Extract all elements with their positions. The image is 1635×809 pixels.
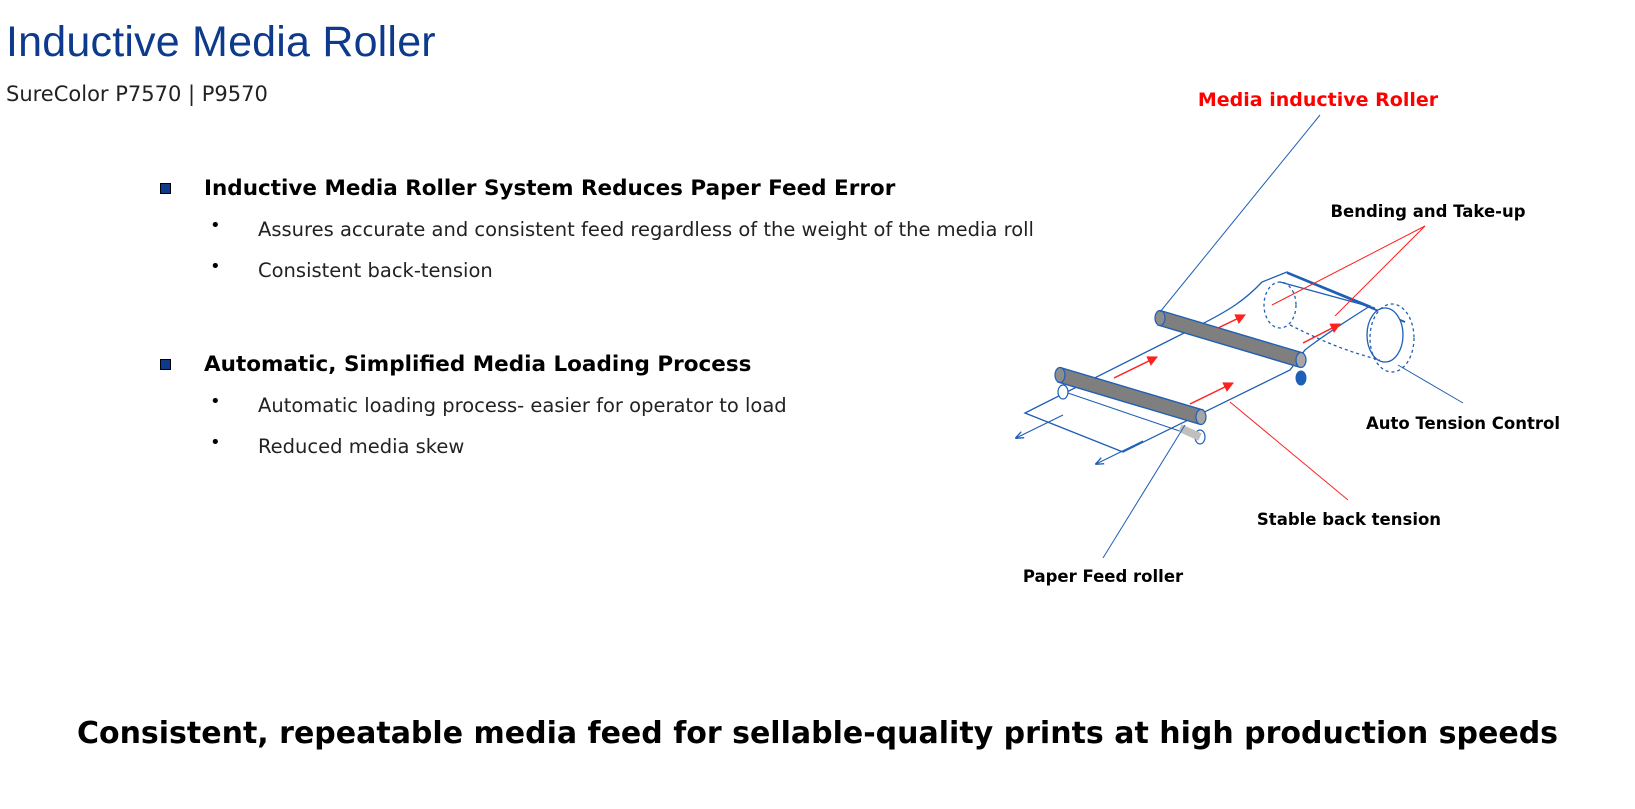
leader-stable-back-tension	[1229, 401, 1349, 501]
dot-bullet-icon: •	[210, 256, 221, 277]
page-subtitle: SureColor P7570 | P9570	[6, 82, 268, 106]
bullet-text: Reduced media skew	[258, 435, 465, 458]
dot-bullet-icon: •	[210, 432, 221, 453]
leader-bending-takeup-a	[1271, 225, 1426, 306]
list-item: • Automatic loading process- easier for …	[160, 382, 1060, 423]
label-paper-feed-roller: Paper Feed roller	[1023, 567, 1184, 586]
section-title: Automatic, Simplified Media Loading Proc…	[204, 352, 752, 377]
dot-bullet-icon: •	[210, 215, 221, 236]
feature-section-inductive-roller: Inductive Media Roller System Reduces Pa…	[160, 176, 1060, 288]
bullet-text: Assures accurate and consistent feed reg…	[258, 218, 1034, 241]
lower-rollers	[1057, 370, 1307, 445]
feature-section-media-loading: Automatic, Simplified Media Loading Proc…	[160, 352, 1060, 464]
label-auto-tension-control: Auto Tension Control	[1366, 414, 1560, 433]
section-heading: Automatic, Simplified Media Loading Proc…	[160, 352, 1060, 382]
square-bullet-icon	[160, 359, 171, 370]
bullet-list: • Assures accurate and consistent feed r…	[160, 206, 1060, 288]
outfeed-arrows	[1016, 414, 1144, 464]
roller-diagram: Media inductive Roller Bending and Take-…	[995, 89, 1560, 586]
bullet-text: Consistent back-tension	[258, 259, 493, 282]
section-heading: Inductive Media Roller System Reduces Pa…	[160, 176, 1060, 206]
media-sheet	[1023, 271, 1372, 453]
square-bullet-icon	[160, 183, 171, 194]
page-title: Inductive Media Roller	[6, 18, 436, 66]
label-media-inductive-roller: Media inductive Roller	[1198, 89, 1439, 111]
label-bending-takeup: Bending and Take-up	[1330, 202, 1525, 221]
leader-paper-feed-roller	[1102, 424, 1186, 559]
paper-feed-roller-bar	[1054, 366, 1207, 426]
list-item: • Assures accurate and consistent feed r…	[160, 206, 1060, 247]
leader-media-inductive-roller	[1159, 114, 1321, 313]
label-stable-back-tension: Stable back tension	[1257, 510, 1441, 529]
footer-tagline: Consistent, repeatable media feed for se…	[76, 716, 1559, 751]
dot-bullet-icon: •	[210, 391, 221, 412]
section-title: Inductive Media Roller System Reduces Pa…	[204, 176, 896, 201]
media-roll	[1263, 272, 1415, 373]
bullet-text: Automatic loading process- easier for op…	[258, 394, 787, 417]
feed-direction-arrows	[1113, 314, 1341, 405]
list-item: • Consistent back-tension	[160, 247, 1060, 288]
bullet-list: • Automatic loading process- easier for …	[160, 382, 1060, 464]
leader-bending-takeup-b	[1334, 225, 1426, 317]
list-item: • Reduced media skew	[160, 423, 1060, 464]
media-inductive-roller-bar	[1154, 309, 1307, 369]
leader-auto-tension	[1397, 364, 1464, 404]
